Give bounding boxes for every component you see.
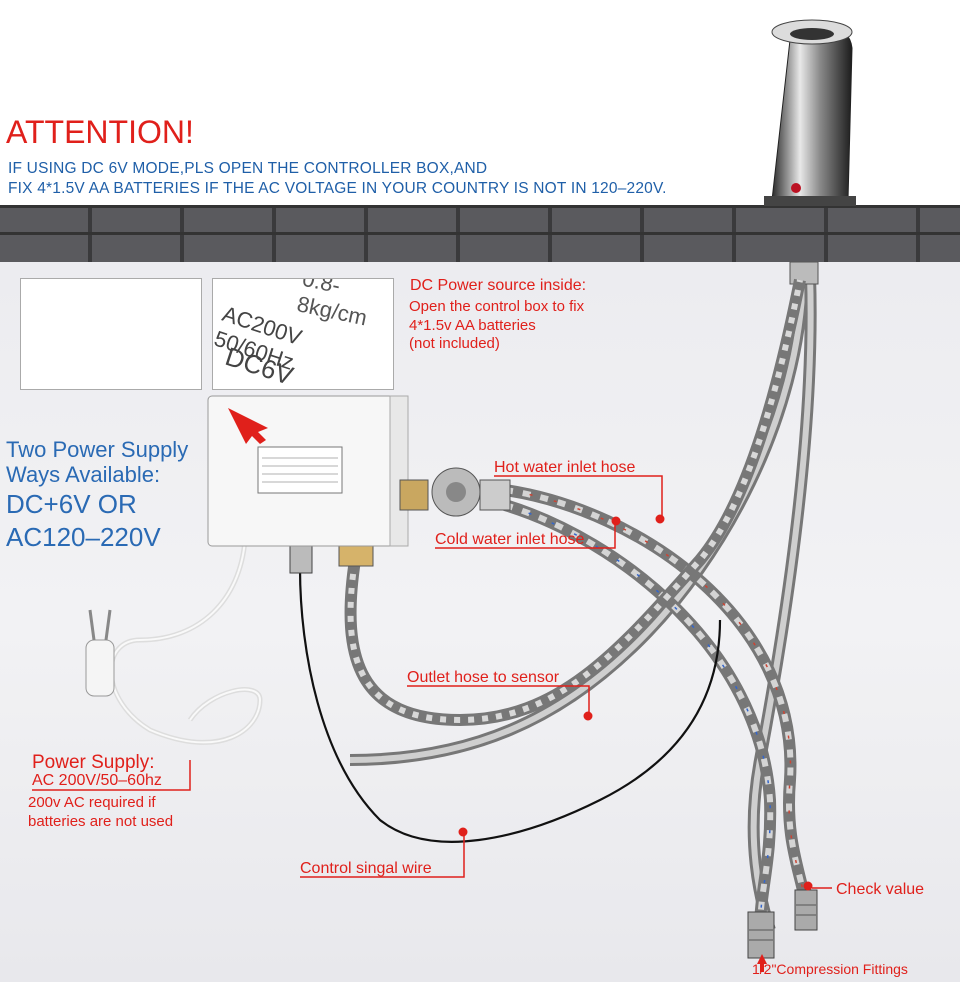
faucet <box>764 19 856 206</box>
power-ways-line-2: Ways Available: <box>6 462 161 487</box>
power-option-dc: DC+6V OR <box>6 489 137 519</box>
rating-label-photo: 0.8-8kg/cm AC200V 50/60Hz DC6V <box>212 278 394 390</box>
power-cord <box>85 539 263 745</box>
notice-line-1: IF USING DC 6V MODE,PLS OPEN THE CONTROL… <box>8 160 488 177</box>
compression-fittings-callout: 1/2"Compression Fittings <box>752 961 908 977</box>
power-supply-note-2: batteries are not used <box>28 813 174 830</box>
cold-water-hose-callout: Cold water inlet hose <box>435 531 585 548</box>
battery-compartment-photo <box>20 278 202 390</box>
dc-note-line-3: (not included) <box>409 335 500 352</box>
power-supply-title: Power Supply: <box>32 752 155 773</box>
faucet-hoses <box>349 261 819 932</box>
power-ways-line-1: Two Power Supply <box>6 437 189 462</box>
attention-title: ATTENTION! <box>6 114 194 150</box>
inlet-hoses <box>503 484 818 959</box>
dc-note-title: DC Power source inside: <box>410 277 587 294</box>
notice-line-2: FIX 4*1.5V AA BATTERIES IF THE AC VOLTAG… <box>8 180 667 197</box>
dc-note-line-1: Open the control box to fix <box>409 298 585 315</box>
outlet-hose-callout: Outlet hose to sensor <box>407 669 560 686</box>
controller-box <box>207 395 511 547</box>
control-wire-callout: Control singal wire <box>300 860 432 877</box>
power-supply-spec: AC 200V/50–60hz <box>32 772 162 789</box>
dc-note-line-2: 4*1.5v AA batteries <box>409 317 536 334</box>
wall-mortar-line <box>0 232 960 235</box>
control-wire <box>298 567 722 843</box>
callout-markers <box>32 475 832 972</box>
power-supply-note-1: 200v AC required if <box>28 794 156 811</box>
check-valve-callout: Check value <box>836 881 925 898</box>
power-option-ac: AC120–220V <box>6 522 161 552</box>
hot-water-hose-callout: Hot water inlet hose <box>494 459 636 476</box>
